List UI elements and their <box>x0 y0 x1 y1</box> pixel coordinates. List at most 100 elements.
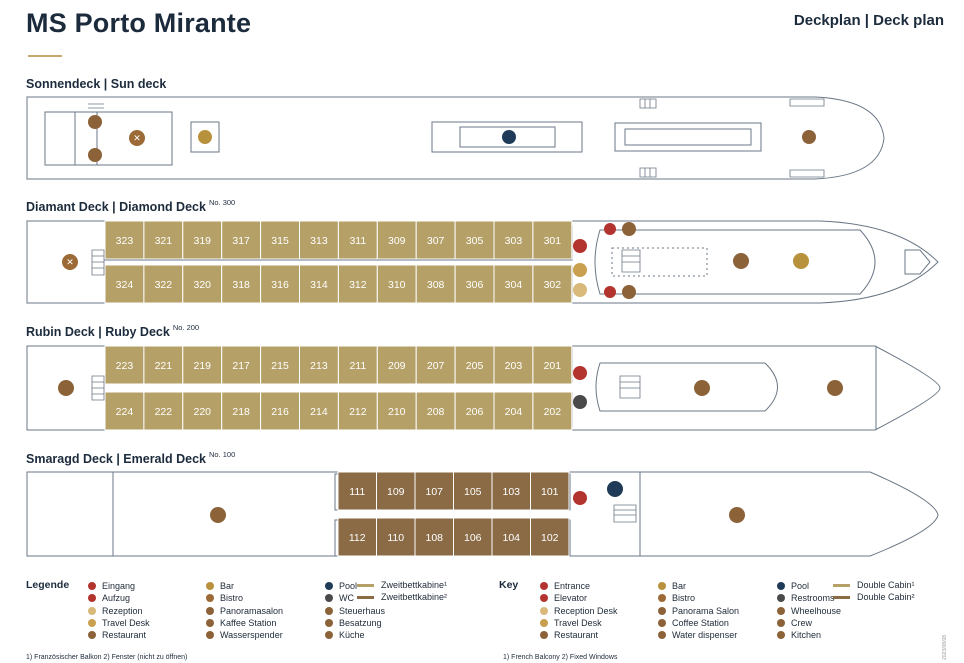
sun-deck-outline <box>26 96 885 180</box>
cabin-318 <box>221 264 262 304</box>
coffee-icon <box>658 618 666 627</box>
ruby-deck-name: Rubin Deck | Ruby Deck <box>26 325 170 339</box>
coffee-icon <box>206 618 214 627</box>
kitchen-icon <box>325 631 333 640</box>
cabin-221 <box>143 345 184 385</box>
cabin-number: 311 <box>349 235 366 247</box>
sun-deck-pool-area <box>431 121 583 153</box>
kitchen-icon <box>827 380 843 396</box>
cabin-number: 222 <box>155 406 173 418</box>
cabin-217 <box>221 345 262 385</box>
legend-item: Restaurant <box>88 630 146 640</box>
sun-deck-title: Sonnendeck | Sun deck <box>26 77 166 91</box>
bar-icon <box>658 582 666 590</box>
cabin-number: 306 <box>466 279 484 291</box>
legend-item: Wasserspender <box>206 630 283 640</box>
cabin-201 <box>532 345 573 385</box>
legend-label: Crew <box>791 617 813 628</box>
elevator-icon <box>573 239 587 253</box>
legend-label: Pool <box>339 581 358 591</box>
elevator-icon <box>540 594 548 603</box>
legend-item: Bistro <box>206 593 243 603</box>
emerald-deck-name: Smaragd Deck | Emerald Deck <box>26 452 206 466</box>
legend-label: Kitchen <box>791 630 822 641</box>
legend-item: Rezeption <box>88 606 143 616</box>
pool-icon <box>325 582 333 590</box>
legend-heading-de: Legende <box>26 579 70 591</box>
diamond-deck-icons: ✕ <box>62 222 809 299</box>
cabin-number: 106 <box>464 532 482 544</box>
cabin-number: 108 <box>425 532 443 544</box>
cabin-305 <box>454 220 495 260</box>
cabin-110 <box>376 517 416 557</box>
ruby-deck-number: No. 200 <box>172 323 200 332</box>
elevator-icon <box>573 366 587 380</box>
cabin-number: 321 <box>155 235 173 247</box>
legend-label: Elevator <box>554 593 588 604</box>
legend-label: WC <box>339 593 354 604</box>
elevator-icon <box>88 594 96 603</box>
cabin-number: 204 <box>505 406 523 418</box>
cabin-number: 104 <box>502 532 520 544</box>
cabin-212 <box>337 391 378 431</box>
emerald-deck-number: No. 100 <box>208 450 236 459</box>
cabin-number: 220 <box>193 406 211 418</box>
legend-label: Bar <box>672 581 687 591</box>
cabin-209 <box>376 345 417 385</box>
cabin-number: 210 <box>388 406 406 418</box>
legend-item: Wheelhouse <box>777 606 841 616</box>
cabin-320 <box>182 264 223 304</box>
cabin-number: 318 <box>232 279 250 291</box>
pool-icon <box>502 130 516 144</box>
cabin-number: 314 <box>310 279 328 291</box>
legend-item: Bistro <box>658 593 695 603</box>
cabin-309 <box>376 220 417 260</box>
legend-item: Coffee Station <box>658 618 729 628</box>
cabin-321 <box>143 220 184 260</box>
cabin-number: 206 <box>466 406 484 418</box>
cabin-number: 305 <box>466 235 484 247</box>
bar-icon <box>793 253 809 269</box>
elevator-icon <box>573 491 587 505</box>
cabin-number: 217 <box>232 360 250 372</box>
cabin-223 <box>104 345 145 385</box>
cabin-301 <box>532 220 573 260</box>
legend-item: Eingang <box>88 581 135 591</box>
diamond-deck-outline <box>26 220 939 304</box>
footnote-de: 1) Französischer Balkon 2) Fenster (nich… <box>26 654 188 661</box>
ruby-deck-outline <box>26 345 941 431</box>
restaurant-icon <box>540 631 548 640</box>
wheel-icon <box>777 606 785 615</box>
diamond-deck-number: No. 300 <box>208 198 236 207</box>
legend-label: Travel Desk <box>554 617 602 628</box>
legend-item: Aufzug <box>88 593 130 603</box>
reception-icon <box>540 606 548 615</box>
crew-icon <box>210 507 226 523</box>
restaurant-icon <box>694 380 710 396</box>
cabin-104 <box>491 517 531 557</box>
kitchen-icon <box>777 631 785 640</box>
legend-item: Elevator <box>540 593 587 603</box>
cabin-number: 320 <box>193 279 211 291</box>
restroom-icon <box>325 594 333 603</box>
diamond-deck-name: Diamant Deck | Diamond Deck <box>26 200 206 214</box>
cabin-number: 215 <box>271 360 289 372</box>
legend-item: Pool <box>777 581 809 591</box>
legend-label: Aufzug <box>102 593 131 604</box>
legend-item: Kitchen <box>777 630 821 640</box>
crew-icon <box>777 618 785 627</box>
legend-item: Kaffee Station <box>206 618 276 628</box>
legend-cabin1-en: Double Cabin¹ <box>833 580 915 590</box>
legend-label: Travel Desk <box>102 617 150 628</box>
coffee-icon <box>88 115 102 129</box>
legend-cabin1-en-label: Double Cabin¹ <box>857 580 915 590</box>
legend-item: Steuerhaus <box>325 606 385 616</box>
cabin-number: 107 <box>425 486 443 498</box>
cabin-number: 312 <box>349 279 367 291</box>
cabin-number: 201 <box>544 360 562 372</box>
water-icon <box>622 285 636 299</box>
diamond-lounge-outline <box>594 229 876 295</box>
cabin-224 <box>104 391 145 431</box>
